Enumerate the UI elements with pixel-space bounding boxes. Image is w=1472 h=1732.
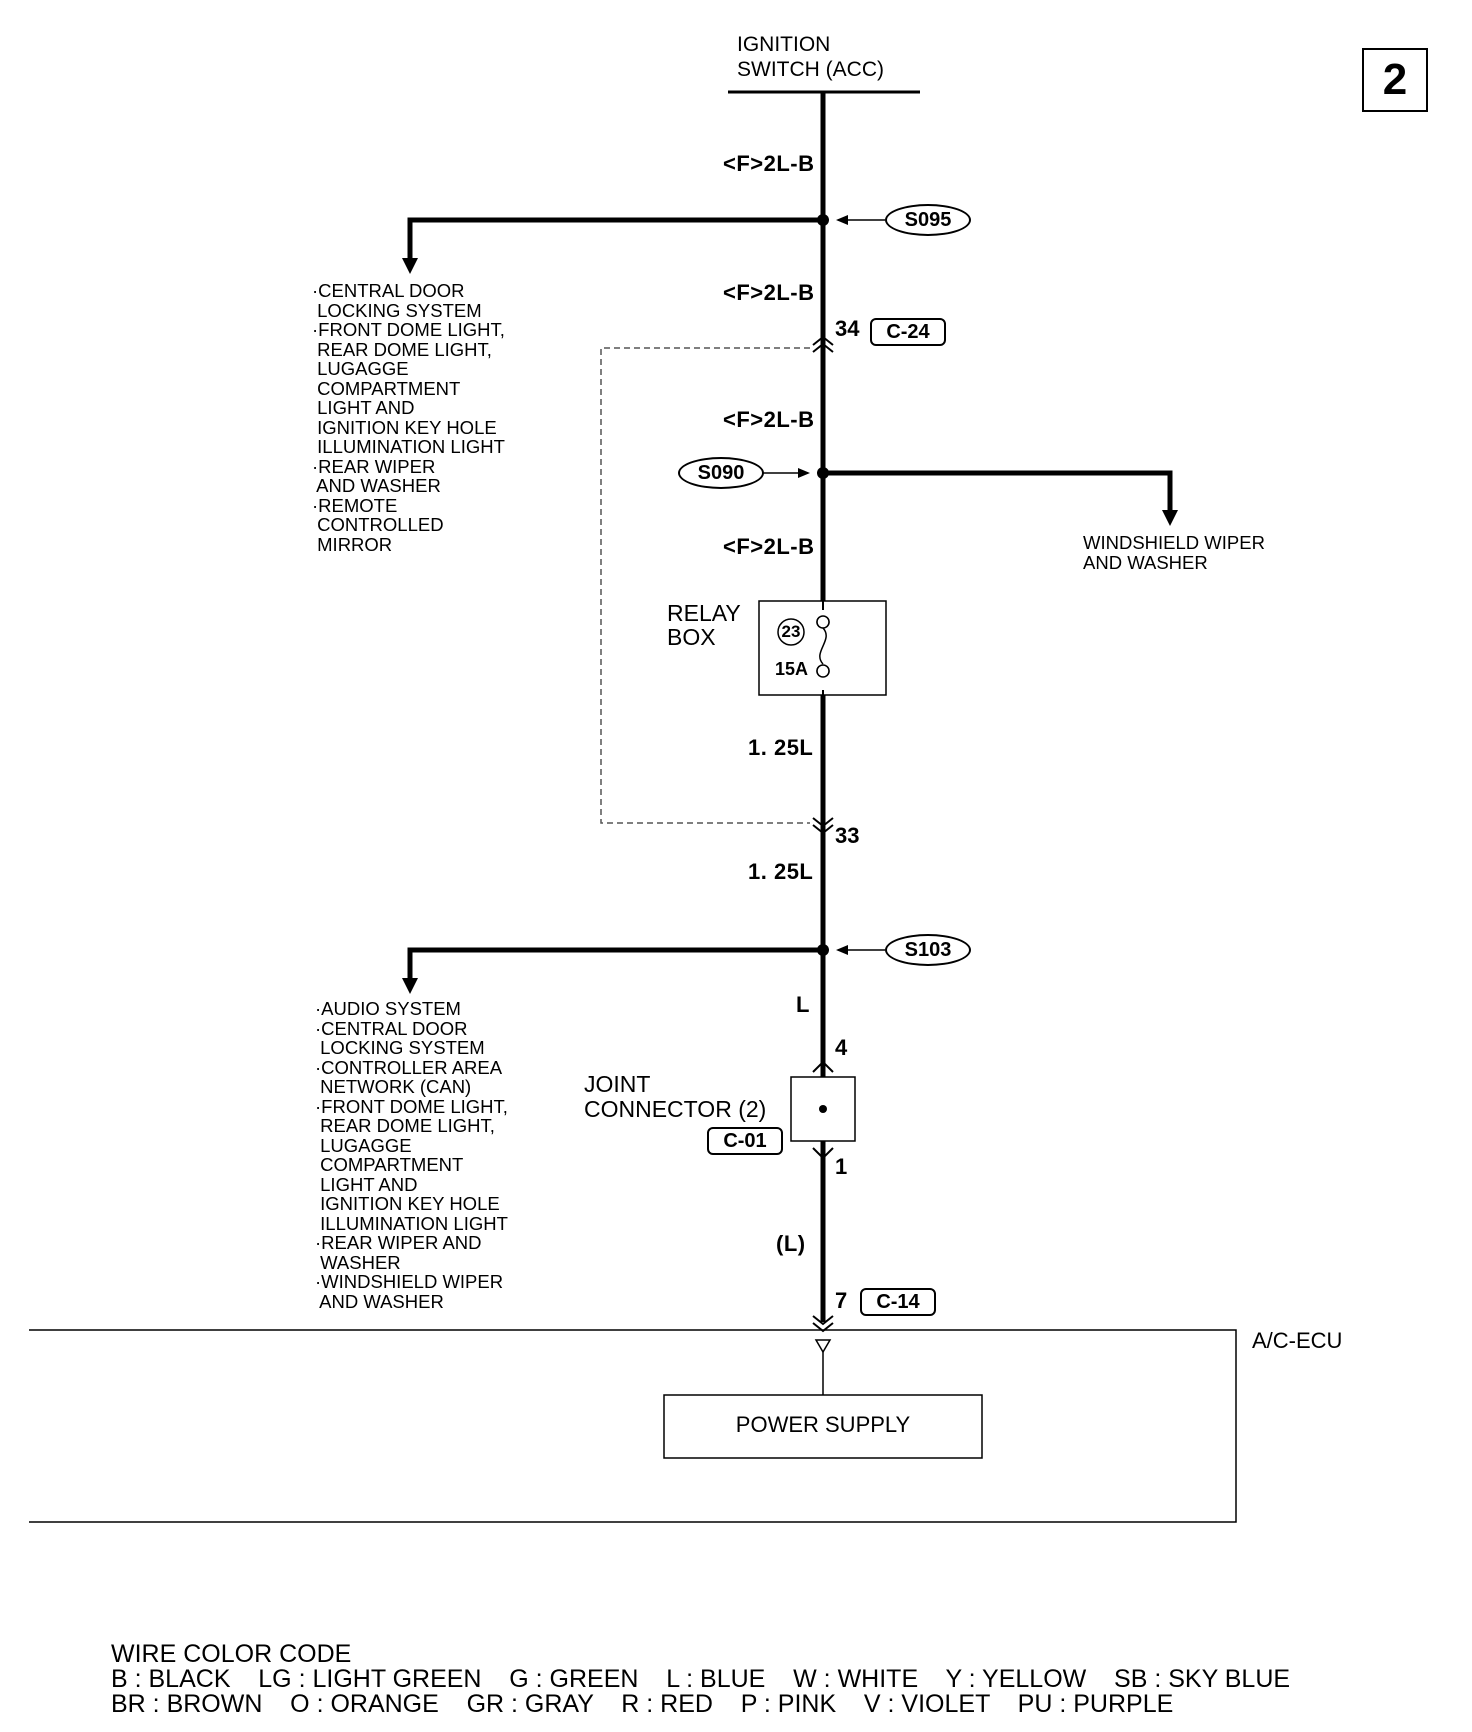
relay-box-label-1: RELAY: [667, 600, 741, 626]
branch-right-mid-list: WINDSHIELD WIPER AND WASHER: [1083, 532, 1265, 573]
wire-label: (L): [776, 1231, 806, 1256]
legend-row-2: BR : BROWN O : ORANGE GR : GRAY R : RED …: [111, 1690, 1174, 1718]
ecu-enclosure: [29, 1329, 1237, 1523]
connector-c01: C-01: [707, 1127, 783, 1155]
splice-s095: S095: [885, 204, 971, 236]
page-number: 2: [1362, 48, 1428, 112]
wire-label: L: [796, 992, 810, 1017]
splice-s103: S103: [885, 934, 971, 966]
c14-pin-7: 7: [835, 1288, 848, 1313]
arrow-left-top: [402, 258, 418, 274]
splice-s090: S090: [678, 457, 764, 489]
branch-right-mid: [823, 470, 1173, 514]
branch-left-bottom: [407, 947, 823, 982]
wire-label: <F>2L-B: [723, 534, 815, 559]
wire-label: <F>2L-B: [723, 151, 815, 176]
relay-box-label-2: BOX: [667, 624, 716, 650]
ignition-switch-label-1: IGNITION: [737, 33, 831, 56]
ignition-switch-label-2: SWITCH (ACC): [737, 58, 884, 81]
legend-row-1: B : BLACK LG : LIGHT GREEN G : GREEN L :…: [111, 1665, 1291, 1693]
c24-pin-34: 34: [835, 316, 860, 341]
fuse-rating: 15A: [775, 659, 809, 679]
branch-left-top: [407, 217, 823, 262]
fuse-number: 23: [781, 622, 801, 641]
joint-connector-label-2: CONNECTOR (2): [584, 1096, 767, 1122]
power-supply-label: POWER SUPPLY: [735, 1412, 911, 1437]
wire-label: <F>2L-B: [723, 407, 815, 432]
joint-connector-pin-4: 4: [835, 1035, 848, 1060]
wire-label: 1. 25L: [748, 735, 814, 760]
branch-left-bottom-list: ·AUDIO SYSTEM ·CENTRAL DOOR LOCKING SYST…: [315, 998, 508, 1312]
arrow-left-bottom: [402, 978, 418, 994]
joint-connector-label-1: JOINT: [584, 1071, 651, 1097]
c24-pin-33: 33: [835, 823, 860, 848]
c24-connector-outline: [600, 347, 810, 824]
connector-c24: C-24: [870, 318, 946, 346]
branch-left-top-list: ·CENTRAL DOOR LOCKING SYSTEM ·FRONT DOME…: [312, 280, 505, 555]
wire-label: <F>2L-B: [723, 280, 815, 305]
legend-title: WIRE COLOR CODE: [111, 1640, 352, 1668]
wire-label: 1. 25L: [748, 859, 814, 884]
power-supply-box: [663, 1394, 983, 1459]
connector-c14: C-14: [860, 1288, 936, 1316]
ecu-name: A/C-ECU: [1252, 1328, 1343, 1353]
arrow-right-mid: [1162, 510, 1178, 526]
fuse-number-circle: [777, 618, 805, 646]
joint-connector-pin-1: 1: [835, 1154, 848, 1179]
